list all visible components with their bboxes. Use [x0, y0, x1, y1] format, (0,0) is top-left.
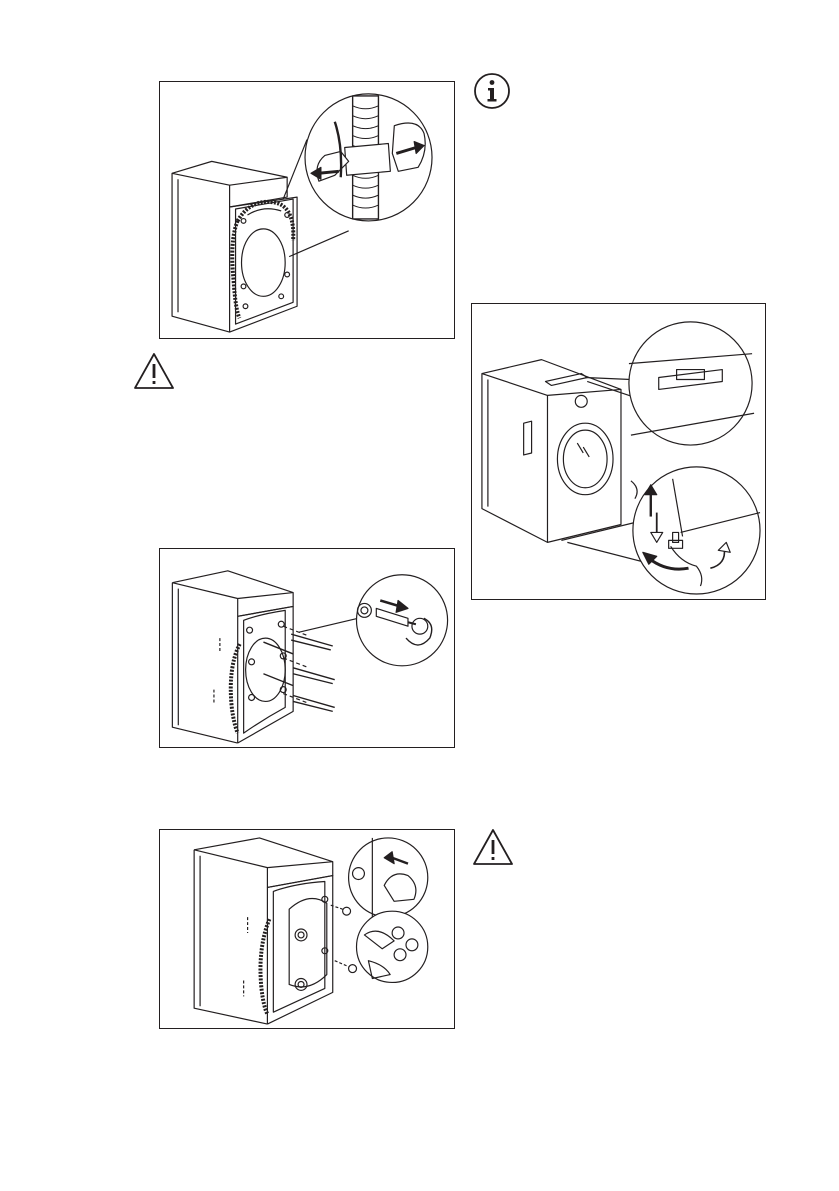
levelling-illustration: [471, 303, 766, 600]
info-circle-icon: [473, 72, 511, 110]
warning-triangle-icon: [133, 352, 175, 390]
plastic-caps-illustration: [159, 829, 455, 1029]
warning-triangle-icon: [472, 828, 514, 866]
transit-bolts-illustration: [159, 548, 455, 748]
hose-clamp-illustration: [159, 81, 455, 339]
